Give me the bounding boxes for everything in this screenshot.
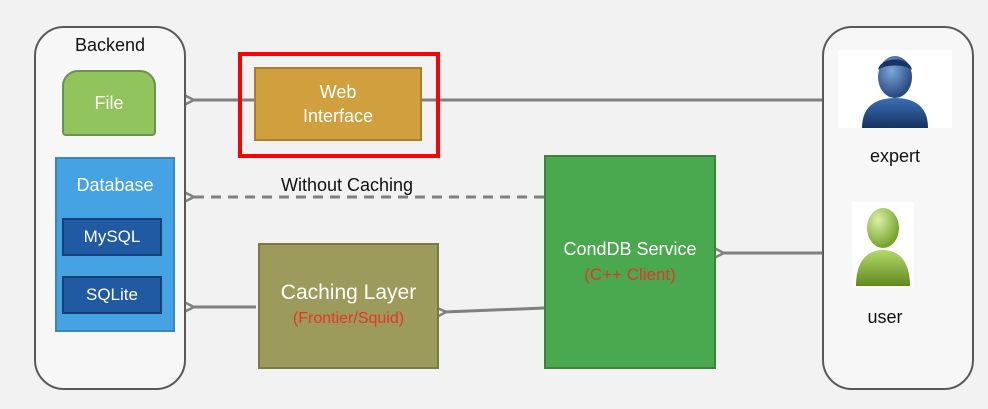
- expert-label: expert: [869, 146, 921, 166]
- mysql-label: MySQL: [83, 227, 141, 246]
- conddb-to-caching-arrow: [444, 308, 545, 312]
- file-box: File: [62, 70, 156, 136]
- expert-person-icon: [862, 56, 928, 128]
- web-interface-box: Web Interface: [254, 67, 422, 141]
- file-label: File: [94, 92, 124, 113]
- sqlite-label: SQLite: [86, 285, 138, 304]
- database-title: Database: [76, 174, 154, 195]
- expert-avatar: [838, 50, 952, 128]
- conddb-service-title: CondDB Service: [563, 239, 697, 259]
- caching-layer-subtitle: (Frontier/Squid): [292, 310, 405, 327]
- conddb-service-subtitle: (C++ Client): [584, 265, 676, 284]
- user-avatar: [852, 202, 914, 288]
- web-interface-line1: Web: [319, 82, 357, 102]
- caching-layer-title: Caching Layer: [280, 281, 417, 304]
- web-interface-line2: Interface: [302, 106, 374, 126]
- user-label: user: [867, 307, 903, 327]
- web-interface-highlight: [238, 52, 440, 158]
- backend-title: Backend: [74, 35, 146, 55]
- mysql-box: MySQL: [62, 218, 162, 256]
- user-person-icon: [856, 208, 910, 286]
- caching-layer-box: Caching Layer (Frontier/Squid): [258, 243, 439, 369]
- without-caching-label: Without Caching: [280, 175, 414, 195]
- conddb-service-box: CondDB Service (C++ Client): [544, 155, 716, 369]
- sqlite-box: SQLite: [62, 276, 162, 314]
